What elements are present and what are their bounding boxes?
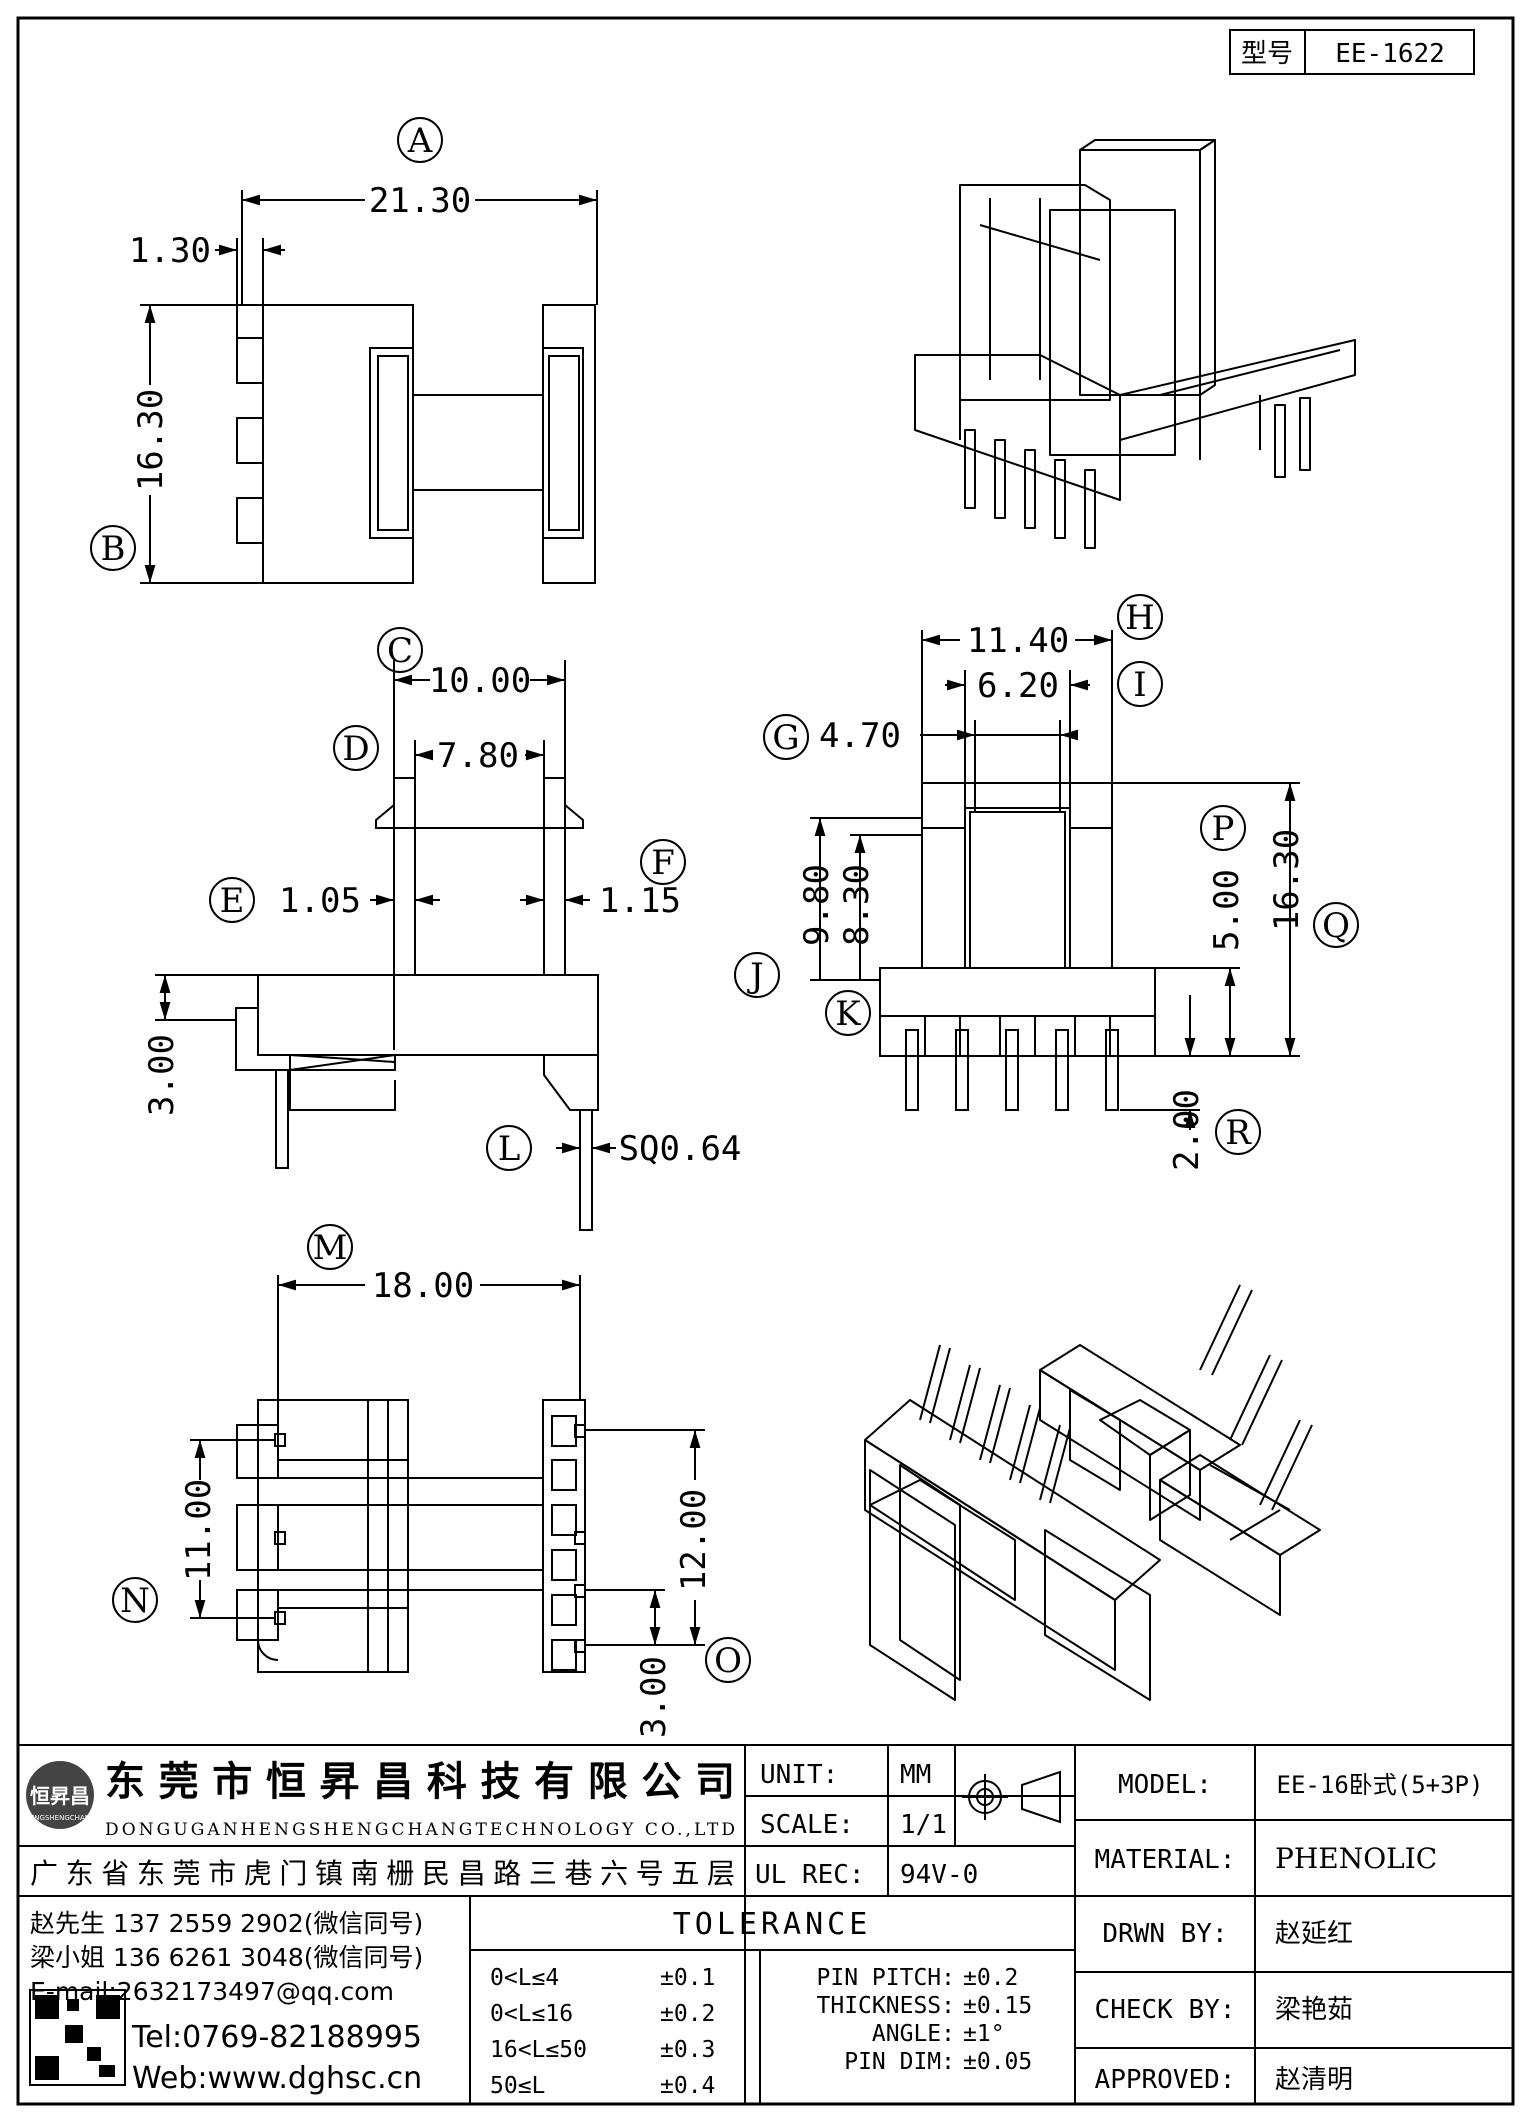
- label-k: K: [835, 994, 861, 1034]
- header-model-label: 型号: [1241, 39, 1293, 69]
- header-model-box: 型号 EE-1622: [1229, 29, 1475, 75]
- company-name-cn: 东莞市恒昇昌科技有限公司: [105, 1759, 735, 1805]
- company-name-en: DONGUGANHENGSHENGCHANGTECHNOLOGY CO.,LTD: [105, 1820, 735, 1840]
- label-l: L: [498, 1129, 521, 1169]
- label-h: H: [1125, 598, 1155, 638]
- dim-pitch-right: 12.00: [674, 1489, 714, 1591]
- side-view: [155, 627, 686, 1231]
- label-i: I: [1133, 665, 1146, 705]
- unit-label: UNIT:: [760, 1760, 838, 1790]
- top-view: [90, 117, 598, 584]
- tolerance-value: ±0.2: [660, 2001, 715, 2027]
- logo-subtext: HENGSHENGCHANG: [25, 1814, 96, 1822]
- tolerance-range: 0<L≤16: [490, 2001, 573, 2027]
- dim-pin-size: SQ0.64: [619, 1129, 742, 1169]
- model-label: MODEL:: [1118, 1770, 1212, 1800]
- email: E-mail:2632173497@qq.com: [30, 1977, 394, 2006]
- contact-1: 赵先生 137 2559 2902(微信同号): [30, 1909, 423, 1938]
- logo-text: 恒昇昌: [30, 1784, 90, 1808]
- label-e: E: [220, 881, 245, 921]
- dim-h1: 9.80: [797, 864, 837, 946]
- scale-value: 1/1: [900, 1810, 947, 1840]
- dim-pitch: 3.00: [634, 1656, 674, 1738]
- label-b: B: [101, 529, 126, 569]
- dim-side-outer: 10.00: [429, 661, 531, 701]
- dim-pin-len: 2.00: [1167, 1089, 1207, 1171]
- tolerance-value: ±0.4: [660, 2073, 715, 2099]
- dim-base-height: 3.00: [142, 1034, 182, 1116]
- dim-core: 6.20: [977, 666, 1059, 706]
- tolerance-range: 16<L≤50: [490, 2037, 587, 2063]
- dim-front-outer: 11.40: [967, 621, 1069, 661]
- tolerance-title: TOLERANCE: [673, 1907, 872, 1942]
- dim-top-height: 16.30: [131, 389, 171, 491]
- title-block: [18, 1744, 1513, 2104]
- tolerance-param-label: PIN DIM:: [844, 2049, 955, 2075]
- front-view: [734, 594, 1359, 1155]
- dim-side-inner: 7.80: [437, 736, 519, 776]
- company-address: 广东省东莞市虎门镇南栅民昌路三巷六号五层: [30, 1857, 735, 1890]
- bottom-view: [112, 1224, 751, 1683]
- telephone: Tel:0769-82188995: [131, 2020, 422, 2055]
- label-a: A: [407, 121, 433, 161]
- unit-value: MM: [900, 1760, 931, 1790]
- tolerance-param-label: THICKNESS:: [817, 1993, 955, 2019]
- label-f: F: [651, 843, 675, 883]
- dim-window: 4.70: [819, 716, 901, 756]
- dim-pin-offset: 1.30: [129, 231, 211, 271]
- label-j: J: [747, 956, 764, 996]
- tolerance-value: ±0.3: [660, 2037, 715, 2063]
- tolerance-param-value: ±0.05: [963, 2049, 1032, 2075]
- tolerance-table-left: 0<L≤4 ±0.1 0<L≤16 ±0.2 16<L≤50 ±0.3 50≤L ±0.4: [490, 1965, 715, 2099]
- approved-label: APPROVED:: [1095, 2065, 1236, 2095]
- check-value: 梁艳茹: [1275, 1995, 1353, 2025]
- dim-right-flange: 1.15: [599, 881, 681, 921]
- drwn-label: DRWN BY:: [1102, 1919, 1227, 1949]
- label-q: Q: [1322, 906, 1350, 946]
- label-m: M: [313, 1228, 348, 1268]
- drwn-value: 赵延红: [1275, 1919, 1353, 1949]
- tolerance-param-label: PIN PITCH:: [817, 1965, 955, 1991]
- dim-pitch-left: 11.00: [179, 1479, 219, 1581]
- model-value: EE-16卧式(5+3P): [1277, 1771, 1484, 1799]
- iso-view-top: [914, 139, 1356, 549]
- label-c: C: [387, 631, 413, 671]
- dim-left-flange: 1.05: [279, 881, 361, 921]
- tolerance-range: 0<L≤4: [490, 1965, 559, 1991]
- tolerance-param-value: ±0.15: [963, 1993, 1032, 2019]
- iso-view-bottom: [864, 1284, 1321, 1701]
- material-value: PHENOLIC: [1275, 1842, 1437, 1875]
- contact-2: 梁小姐 136 6261 3048(微信同号): [30, 1943, 423, 1972]
- dim-bottom-span: 18.00: [372, 1266, 474, 1306]
- check-label: CHECK BY:: [1095, 1995, 1236, 2025]
- label-g: G: [772, 718, 799, 758]
- tolerance-value: ±0.1: [660, 1965, 715, 1991]
- dim-base-top: 5.00: [1207, 869, 1247, 951]
- dim-top-width: 21.30: [369, 181, 471, 221]
- approved-value: 赵清明: [1275, 2065, 1353, 2095]
- material-label: MATERIAL:: [1095, 1845, 1236, 1875]
- scale-label: SCALE:: [760, 1810, 854, 1840]
- label-n: N: [120, 1581, 150, 1621]
- label-r: R: [1225, 1113, 1252, 1153]
- ul-label: UL REC:: [755, 1860, 865, 1890]
- header-model-value: EE-1622: [1335, 39, 1445, 69]
- dim-h2: 8.30: [837, 864, 877, 946]
- tolerance-param-value: ±0.2: [963, 1965, 1018, 1991]
- label-o: O: [714, 1641, 742, 1681]
- dim-total: 16.30: [1267, 829, 1307, 931]
- website: Web:www.dghsc.cn: [132, 2061, 422, 2096]
- tolerance-range: 50≤L: [490, 2073, 545, 2099]
- label-d: D: [342, 729, 369, 769]
- label-p: P: [1212, 809, 1235, 849]
- tolerance-param-label: ANGLE:: [872, 2021, 955, 2047]
- ul-value: 94V-0: [900, 1860, 978, 1890]
- tolerance-param-value: ±1°: [963, 2021, 1005, 2047]
